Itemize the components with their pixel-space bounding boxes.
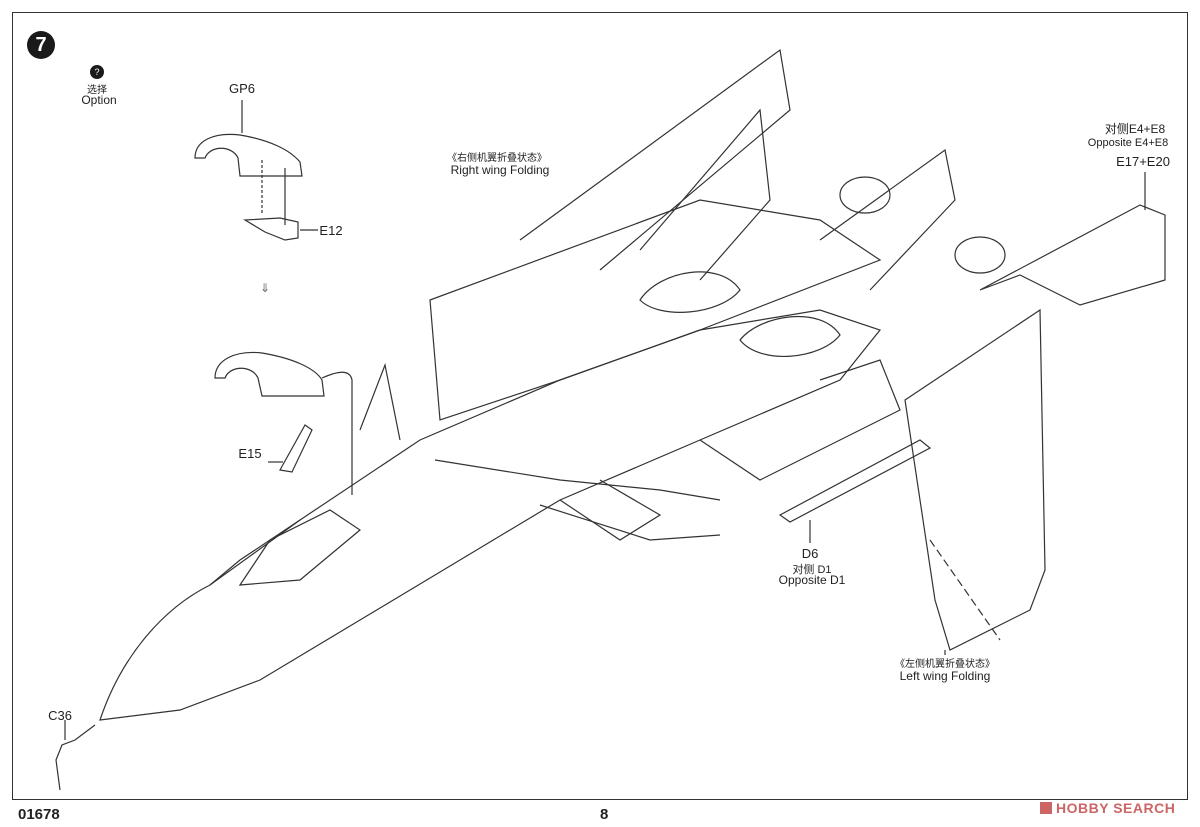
- note-right-wing-cn: 《右侧机翼折叠状态》: [447, 153, 547, 164]
- kit-code: 01678: [18, 806, 60, 823]
- page-number: 8: [600, 806, 609, 823]
- part-label-c36: C36: [48, 708, 72, 723]
- part-label-d1-cn: 对侧 D1: [792, 564, 832, 576]
- watermark-logo: HOBBY SEARCH: [1040, 800, 1175, 816]
- note-left-wing-cn: 《左侧机翼折叠状态》: [895, 659, 995, 670]
- canopy-installed-illustration: [214, 351, 353, 495]
- page-frame: [12, 12, 1188, 800]
- note-right-wing-en: Right wing Folding: [450, 163, 550, 177]
- part-label-e4e8-en: Opposite E4+E8: [1087, 137, 1169, 149]
- step-number-badge: 7: [27, 31, 55, 59]
- part-label-d6: D6: [801, 546, 819, 561]
- fuselage-illustration: [99, 48, 1006, 721]
- watermark-text: HOBBY SEARCH: [1056, 800, 1176, 816]
- option-label-cn: 选择: [87, 85, 107, 96]
- part-label-d1-en: Opposite D1: [778, 573, 846, 587]
- logo-icon: [1040, 802, 1052, 814]
- question-icon: ?: [90, 65, 104, 79]
- option-label-en: Option: [81, 93, 117, 107]
- part-label-e4e8-cn: 对侧E4+E8: [1104, 122, 1166, 136]
- arrow-down-icon: ⇓: [260, 281, 270, 295]
- note-left-wing-en: Left wing Folding: [899, 669, 991, 683]
- part-c36-illustration: [55, 724, 96, 791]
- left-wing-illustration: [904, 308, 1046, 655]
- part-label-e17e20: E17+E20: [1116, 154, 1170, 169]
- part-label-e12: E12: [319, 223, 343, 238]
- stabilizer-e17-e20-illustration: [979, 204, 1166, 306]
- pylon-d6-illustration: [778, 439, 932, 523]
- canopy-gp6-illustration: [194, 100, 318, 241]
- part-label-e15: E15: [238, 446, 262, 461]
- part-label-gp6: GP6: [228, 81, 256, 96]
